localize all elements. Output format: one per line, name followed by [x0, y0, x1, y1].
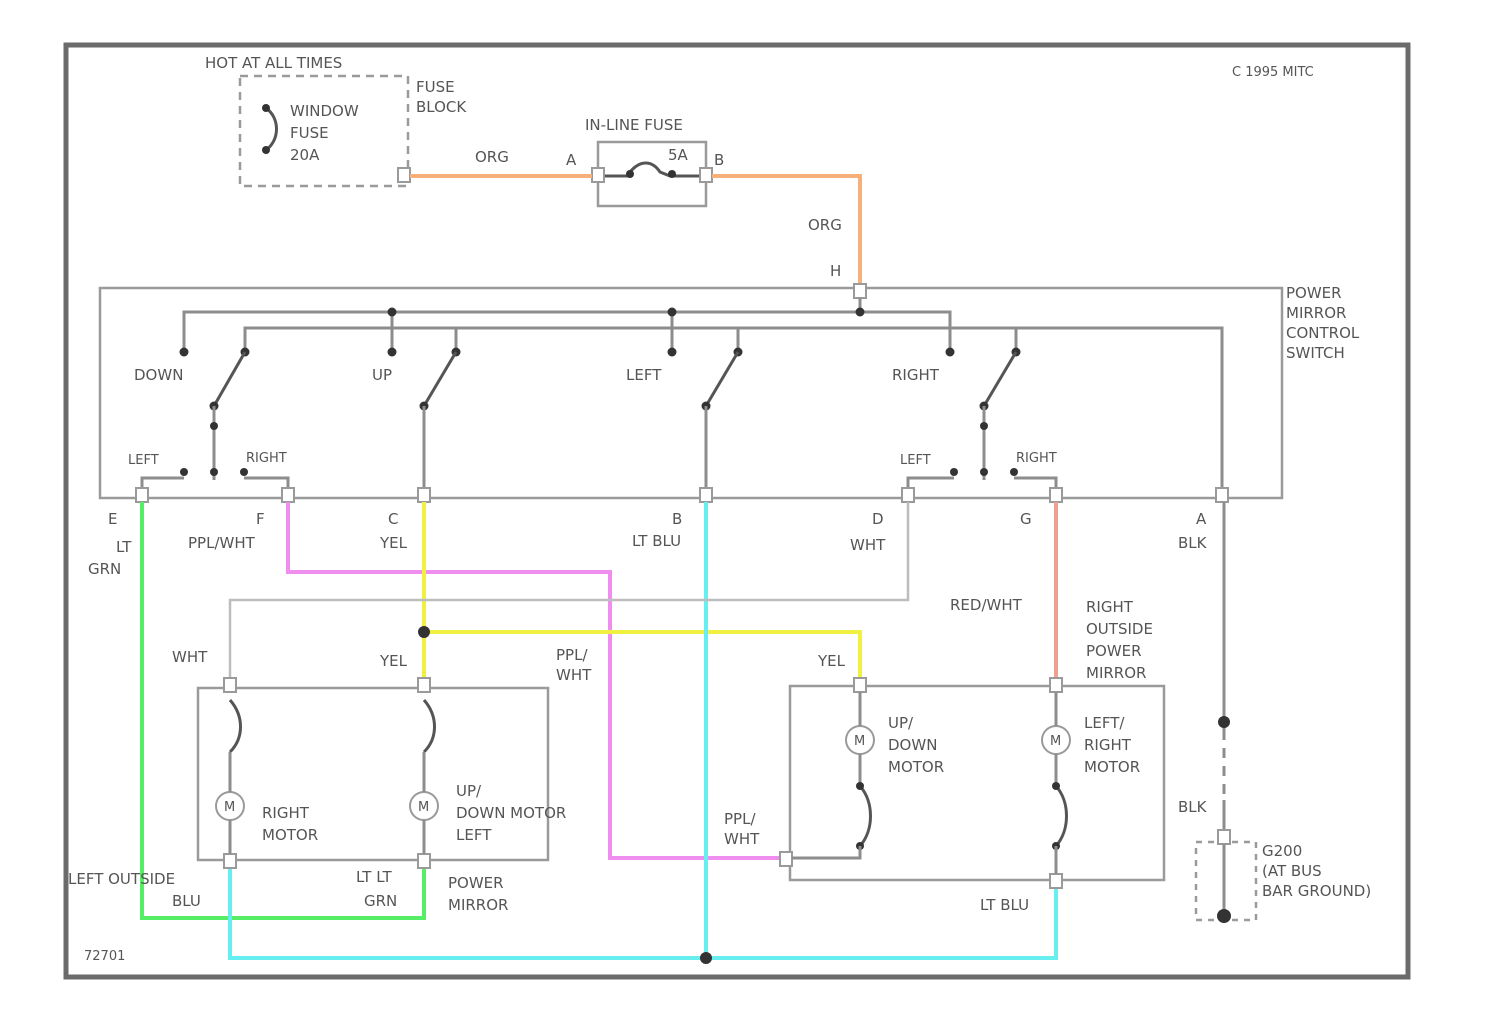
lt-grn-label: LT LT — [356, 868, 393, 886]
switch-position-right: RIGHT — [892, 366, 940, 384]
left-mirror-updown-label: UP/ — [456, 782, 482, 800]
left-mirror-right-motor-label: RIGHT — [262, 804, 310, 822]
power-mirror-control-switch: POWER MIRROR CONTROL SWITCH H — [100, 262, 1360, 502]
switch-label-1: POWER — [1286, 284, 1342, 302]
switch-left-label-2: LEFT — [900, 453, 931, 468]
svg-text:M: M — [224, 800, 235, 815]
pin-a-wire: BLK — [1178, 534, 1208, 552]
pin-d-wire: WHT — [850, 536, 886, 554]
right-mirror-lr-label-3: MOTOR — [1084, 758, 1140, 776]
ground-point — [1217, 909, 1231, 923]
switch-position-down: DOWN — [134, 366, 183, 384]
pin-e-label: E — [108, 510, 117, 528]
fuse-block-terminal — [398, 168, 410, 182]
right-mirror-lr-label-2: RIGHT — [1084, 736, 1132, 754]
switch-pin-h: H — [830, 262, 841, 280]
ground-label-2: (AT BUS — [1262, 862, 1322, 880]
pin-e-wire-2: GRN — [88, 560, 121, 578]
left-mirror-right-motor-label-2: MOTOR — [262, 826, 318, 844]
inline-fuse-pin-a: A — [566, 151, 577, 169]
pin-d-label: D — [872, 510, 884, 528]
switch-label-3: CONTROL — [1286, 324, 1360, 342]
ground-label-3: BAR GROUND) — [1262, 882, 1371, 900]
switch-label-4: SWITCH — [1286, 344, 1345, 362]
window-fuse-symbol — [266, 108, 277, 150]
fuse-block: FUSE BLOCK WINDOW FUSE 20A — [240, 76, 467, 186]
hot-at-all-times-label: HOT AT ALL TIMES — [205, 54, 342, 72]
switch-right-label-2: RIGHT — [1016, 451, 1057, 466]
left-mirror-label-2: POWER — [448, 874, 504, 892]
ppl-wht-label-2: PPL/ — [724, 810, 756, 828]
inline-fuse-rating: 5A — [668, 146, 689, 164]
pin-b-wire: LT BLU — [632, 532, 681, 550]
pin-f-wire: PPL/WHT — [188, 534, 256, 552]
switch-position-left: LEFT — [626, 366, 662, 384]
right-mirror-label-2: OUTSIDE — [1086, 620, 1153, 638]
right-mirror-updown-label-3: MOTOR — [888, 758, 944, 776]
blu-wire-label: BLU — [172, 892, 201, 910]
ground-label: G200 — [1262, 842, 1302, 860]
pin-b-label: B — [672, 510, 682, 528]
ppl-wht-label-2b: WHT — [724, 830, 760, 848]
fuse-block-label-2: BLOCK — [416, 98, 467, 116]
switch-left-label-1: LEFT — [128, 453, 159, 468]
lt-blu-splice — [700, 952, 712, 964]
lt-grn-wire — [142, 502, 424, 918]
blk-splice — [1218, 716, 1230, 728]
pin-c-label: C — [388, 510, 398, 528]
svg-text:M: M — [418, 800, 429, 815]
yel-splice — [418, 626, 430, 638]
diagram-code: 72701 — [84, 949, 125, 964]
switch-label-2: MIRROR — [1286, 304, 1346, 322]
window-fuse-name-2: FUSE — [290, 124, 329, 142]
pin-g-wire: RED/WHT — [950, 596, 1023, 614]
right-mirror-label-3: POWER — [1086, 642, 1142, 660]
right-mirror-updown-label-2: DOWN — [888, 736, 937, 754]
left-mirror-updown-label-3: LEFT — [456, 826, 492, 844]
left-mirror-updown-label-2: DOWN MOTOR — [456, 804, 566, 822]
left-mirror-label: LEFT OUTSIDE — [68, 870, 175, 888]
yel-wire-2 — [424, 632, 860, 680]
pin-f-label: F — [256, 510, 265, 528]
svg-text:M: M — [1050, 734, 1061, 749]
lt-blu-bottom-label: LT BLU — [980, 896, 1029, 914]
pin-c-wire: YEL — [379, 534, 408, 552]
right-mirror-label: RIGHT — [1086, 598, 1134, 616]
pin-a-label: A — [1196, 510, 1207, 528]
wht-wire-label: WHT — [172, 648, 208, 666]
lt-blu-wire-2 — [230, 860, 1056, 958]
right-mirror-updown-label: UP/ — [888, 714, 914, 732]
yel-wire-label-left: YEL — [379, 652, 408, 670]
inline-fuse-pin-b: B — [714, 151, 724, 169]
fuse-block-label: FUSE — [416, 78, 455, 96]
org-wire-label-2: ORG — [808, 216, 842, 234]
ppl-wht-label-1: PPL/ — [556, 646, 588, 664]
switch-position-up: UP — [372, 366, 392, 384]
right-outside-power-mirror: M M UP/ DOWN MOTOR LEFT/ RIGHT MOTOR RIG… — [780, 598, 1164, 888]
right-mirror-lr-label: LEFT/ — [1084, 714, 1125, 732]
inline-fuse-label: IN-LINE FUSE — [585, 116, 683, 134]
ground-g200: G200 (AT BUS BAR GROUND) — [1196, 830, 1371, 923]
pin-e-wire: LT — [116, 538, 132, 556]
ppl-wht-label-1b: WHT — [556, 666, 592, 684]
inline-fuse: IN-LINE FUSE 5A A B — [566, 116, 724, 206]
lt-grn-label-2: GRN — [364, 892, 397, 910]
pin-g-label: G — [1020, 510, 1032, 528]
right-mirror-label-4: MIRROR — [1086, 664, 1146, 682]
left-mirror-label-3: MIRROR — [448, 896, 508, 914]
window-fuse-name: WINDOW — [290, 102, 359, 120]
copyright-label: C 1995 MITC — [1232, 65, 1314, 80]
org-wire-label: ORG — [475, 148, 509, 166]
blk-wire-label: BLK — [1178, 798, 1208, 816]
yel-wire-label-right: YEL — [817, 652, 846, 670]
switch-right-label-1: RIGHT — [246, 451, 287, 466]
svg-text:M: M — [854, 734, 865, 749]
window-fuse-rating: 20A — [290, 146, 320, 164]
